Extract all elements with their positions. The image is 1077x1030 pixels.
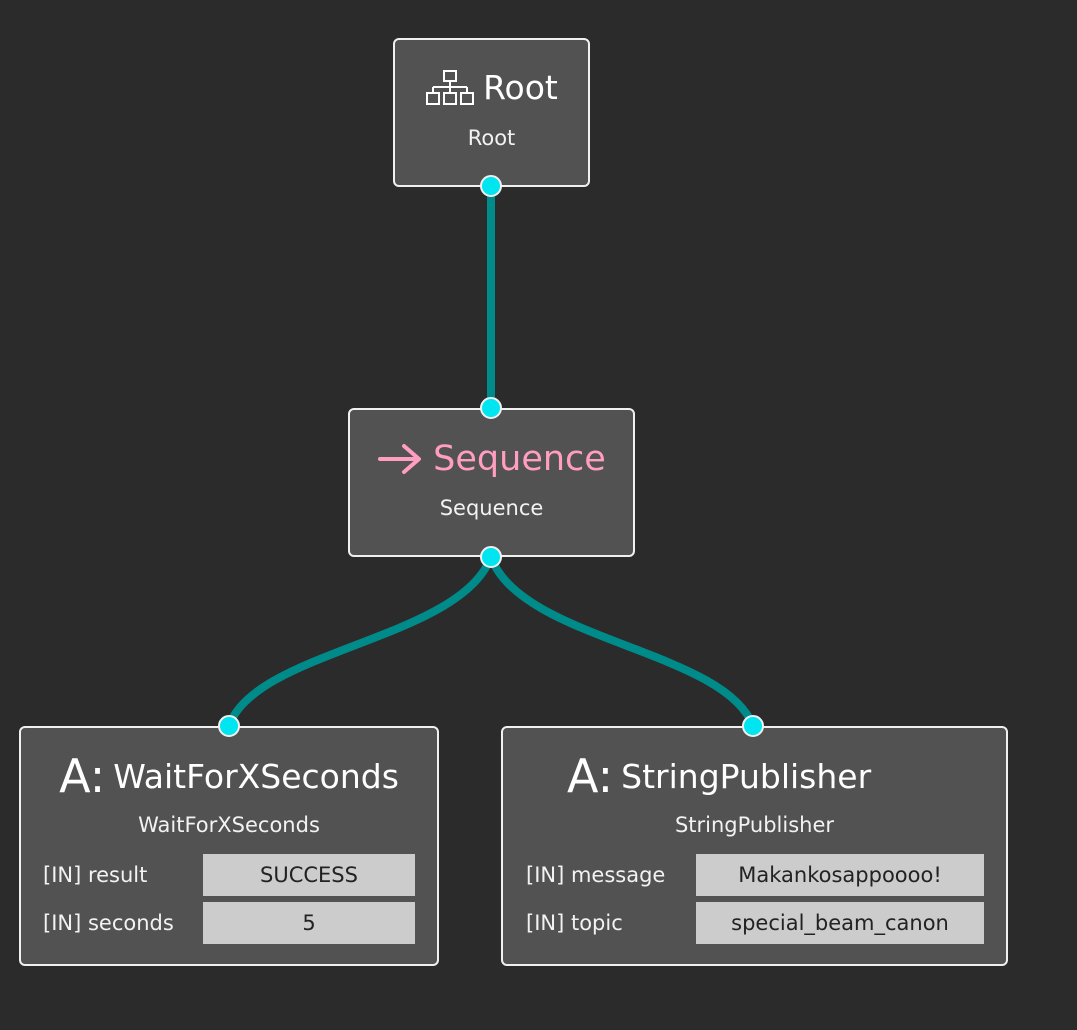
port-label: [IN] seconds xyxy=(43,911,174,935)
node-wait-title: WaitForXSeconds xyxy=(113,756,399,796)
node-wait-header: A: WaitForXSeconds xyxy=(21,749,437,803)
node-wait-for-x-seconds[interactable]: A: WaitForXSeconds WaitForXSeconds [IN] … xyxy=(19,726,439,966)
node-sequence-title: Sequence xyxy=(433,439,606,479)
node-root-title: Root xyxy=(483,67,558,107)
edge-sequence-to-publisher xyxy=(487,553,757,730)
action-icon: A: xyxy=(567,749,614,803)
socket-sequence-input[interactable] xyxy=(480,397,502,419)
node-root-subtitle: Root xyxy=(467,126,516,150)
tree-hierarchy-icon xyxy=(425,67,477,107)
edge-sequence-to-wait xyxy=(225,553,495,730)
node-sequence-header: Sequence xyxy=(350,436,633,482)
node-string-publisher[interactable]: A: StringPublisher StringPublisher [IN] … xyxy=(501,726,1008,966)
right-arrow-icon xyxy=(377,439,425,479)
port-row-seconds: [IN] seconds 5 xyxy=(43,902,417,944)
port-row-topic: [IN] topic special_beam_canon xyxy=(526,902,986,944)
socket-root-output[interactable] xyxy=(480,175,502,197)
node-publisher-title: StringPublisher xyxy=(621,756,872,796)
port-value-input[interactable]: Makankosappoooo! xyxy=(696,854,984,896)
port-value-input[interactable]: special_beam_canon xyxy=(696,902,984,944)
node-publisher-header: A: StringPublisher xyxy=(503,749,1006,803)
node-sequence[interactable]: Sequence Sequence xyxy=(348,408,635,557)
node-sequence-subtitle: Sequence xyxy=(439,496,544,520)
port-row-result: [IN] result SUCCESS xyxy=(43,854,417,896)
node-root[interactable]: Root Root xyxy=(393,38,590,187)
node-root-header: Root xyxy=(395,64,588,110)
port-value-input[interactable]: 5 xyxy=(203,902,415,944)
node-wait-subtitle: WaitForXSeconds xyxy=(138,813,320,837)
port-label: [IN] result xyxy=(43,863,148,887)
action-icon: A: xyxy=(59,749,106,803)
socket-sequence-output[interactable] xyxy=(480,546,502,568)
node-publisher-subtitle: StringPublisher xyxy=(674,813,835,837)
port-row-message: [IN] message Makankosappoooo! xyxy=(526,854,986,896)
socket-publisher-input[interactable] xyxy=(742,715,764,737)
port-value-input[interactable]: SUCCESS xyxy=(203,854,415,896)
port-label: [IN] message xyxy=(526,863,666,887)
socket-wait-input[interactable] xyxy=(218,715,240,737)
port-label: [IN] topic xyxy=(526,911,623,935)
